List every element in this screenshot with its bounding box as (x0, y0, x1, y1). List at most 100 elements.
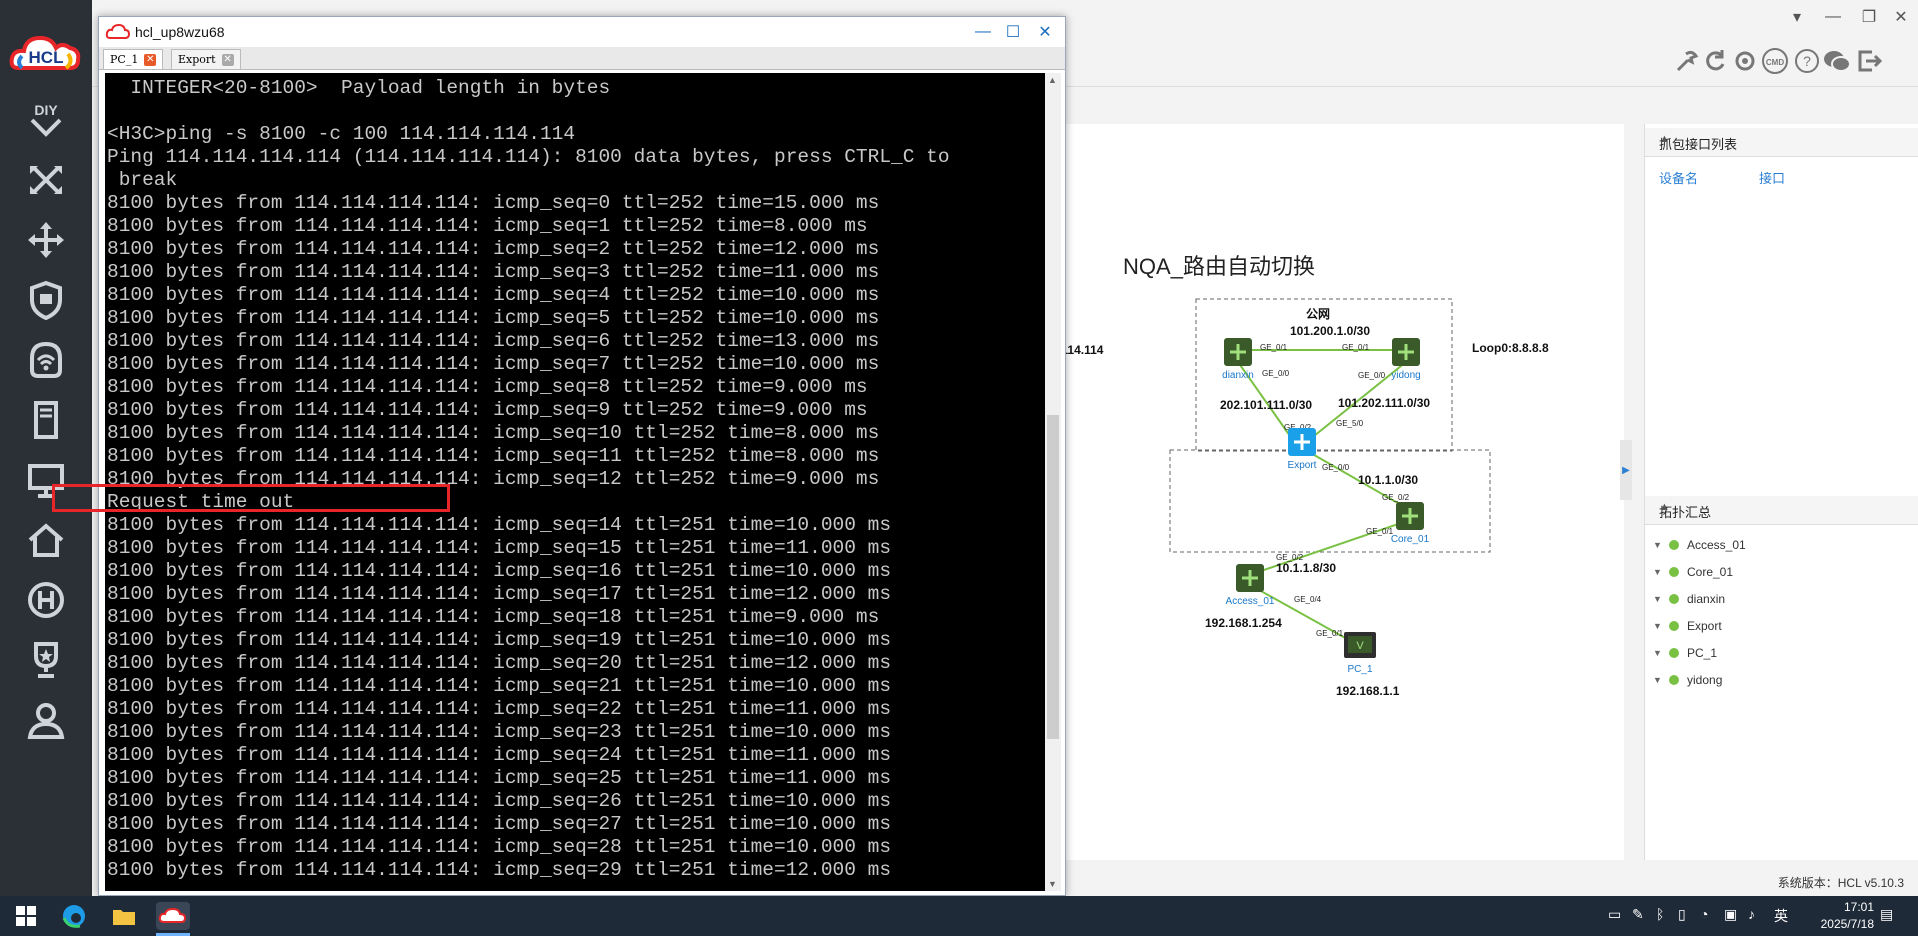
restore-icon[interactable]: ❐ (1861, 9, 1877, 26)
exit-icon[interactable] (1854, 46, 1884, 76)
wechat-icon[interactable] (1822, 46, 1852, 76)
version-label: 系统版本：HCL v5.10.3 (1777, 876, 1904, 890)
device-dianxin: dianxin (1222, 338, 1254, 381)
trophy-icon[interactable] (22, 636, 70, 684)
expand-icon[interactable]: ▼ (1653, 594, 1662, 604)
access-ip-label: 192.168.1.254 (1205, 616, 1282, 630)
minimize-icon[interactable]: — (1825, 8, 1841, 25)
topology-summary-header[interactable]: 拓扑汇总 ▲ (1645, 496, 1918, 525)
yidong-net-label: 101.202.111.0/30 (1338, 396, 1430, 410)
notification-icon[interactable]: ▤ (1880, 906, 1894, 922)
col-device-name[interactable]: 设备名 (1659, 171, 1699, 186)
close-tab-icon[interactable]: ✕ (144, 53, 157, 66)
port-label: GE_5/0 (1336, 419, 1364, 428)
public-zone (1195, 298, 1453, 452)
bluetooth-tray-icon[interactable]: ᛒ (1656, 906, 1665, 922)
home-icon[interactable] (22, 516, 70, 564)
h-icon[interactable] (22, 576, 70, 624)
tree-item-label: Access_01 (1687, 538, 1746, 552)
ime-indicator[interactable]: 英 (1774, 908, 1788, 924)
close-icon[interactable]: ✕ (1894, 9, 1908, 26)
capture-list-title: 抓包接口列表 (1659, 137, 1738, 152)
user-icon[interactable] (22, 696, 70, 744)
switch-icon[interactable] (22, 216, 70, 264)
port-label: GE_0/1 (1260, 343, 1288, 352)
device-pc1: V PC_1 (1344, 632, 1376, 675)
dropdown-icon[interactable]: ▾ (1792, 9, 1802, 26)
refresh-icon[interactable] (1700, 46, 1730, 76)
link-export-core (1301, 447, 1411, 511)
tab-pc1[interactable]: PC_1 ✕ (103, 49, 164, 69)
port-label: GE_0/1 (1342, 343, 1370, 352)
expand-icon[interactable]: ▼ (1653, 567, 1662, 577)
device-yidong: yidong (1391, 338, 1421, 381)
start-icon[interactable] (12, 902, 40, 930)
tree-item[interactable]: ▼dianxin (1653, 586, 1725, 612)
dianxin-net-label: 202.101.111.0/30 (1220, 398, 1312, 412)
close-icon[interactable]: ✕ (1038, 24, 1052, 41)
col-interface[interactable]: 接口 (1759, 171, 1786, 186)
terminal-tabs: PC_1 ✕ Export ✕ (99, 47, 1065, 70)
tree-item[interactable]: ▼PC_1 (1653, 640, 1717, 666)
export-core-net-label: 10.1.1.0/30 (1358, 473, 1418, 487)
topology-canvas[interactable]: NQA_路由自动切换 公网 101.200.1.0/30 Loop0:114.1… (972, 124, 1624, 860)
status-bar: 系统版本：HCL v5.10.3 (972, 866, 1918, 896)
taskbar: ▭ ✎ ᛒ ▯ ◔ ▣ ♪ 英 17:01 2025/7/18 ▤ (0, 896, 1918, 936)
terminal-scrollbar[interactable]: ▲ ▼ (1045, 73, 1061, 891)
status-dot-icon (1669, 567, 1679, 577)
tree-item[interactable]: ▼ yidong (1653, 667, 1722, 693)
capture-list-header[interactable]: 抓包接口列表 ▲ (1645, 128, 1918, 157)
firewall-icon[interactable] (22, 276, 70, 324)
panel-collapse-tab[interactable]: ▶ (1620, 440, 1632, 500)
settings-icon[interactable] (1730, 46, 1760, 76)
minimize-icon[interactable]: — (975, 23, 991, 40)
router-icon[interactable] (22, 156, 70, 204)
terminal-output[interactable]: INTEGER<20-8100> Payload length in bytes… (105, 73, 1045, 891)
pen-tray-icon[interactable]: ✎ (1632, 906, 1644, 922)
tree-item[interactable]: ▼ Access_01 (1653, 532, 1746, 558)
diy-icon[interactable]: DIY (22, 94, 70, 142)
tab-export[interactable]: Export ✕ (171, 49, 241, 69)
volume-tray-icon[interactable]: ♪ (1748, 906, 1755, 922)
topology-summary-title: 拓扑汇总 (1659, 505, 1712, 520)
tree-item[interactable]: ▼Export (1653, 613, 1722, 639)
port-label: GE_0/2 (1276, 553, 1304, 562)
maximize-icon[interactable]: ☐ (1005, 24, 1021, 41)
expand-icon[interactable]: ▼ (1653, 675, 1662, 685)
tree-item-label: yidong (1687, 673, 1723, 687)
network-tray-icon[interactable]: ▭ (1608, 906, 1622, 922)
usb-tray-icon[interactable]: ▯ (1678, 906, 1686, 922)
server-icon[interactable] (22, 396, 70, 444)
edge-icon[interactable] (60, 902, 88, 930)
cmd-icon[interactable]: CMD (1760, 46, 1790, 76)
wireless-icon[interactable] (22, 336, 70, 384)
expand-icon[interactable]: ▼ (1653, 621, 1662, 631)
tree-item[interactable]: ▼Core_01 (1653, 559, 1733, 585)
expand-icon[interactable]: ▼ (1653, 540, 1662, 550)
close-tab-icon[interactable]: ✕ (221, 53, 234, 66)
help-icon[interactable]: ? (1792, 46, 1822, 76)
expand-icon[interactable]: ▼ (1653, 648, 1662, 658)
svg-text:Core_01: Core_01 (1391, 534, 1430, 545)
collapse-icon: ▲ (1659, 133, 1670, 145)
clock-time[interactable]: 17:01 (1843, 900, 1874, 914)
pc-icon[interactable] (22, 456, 70, 504)
port-label: GE_0/1 (1366, 527, 1394, 536)
clock-date[interactable]: 2025/7/18 (1820, 917, 1874, 931)
wifi-tray-icon[interactable]: ◔ (1700, 906, 1709, 922)
right-panel: 抓包接口列表 ▲ 设备名 接口 拓扑汇总 ▲ ▼ Access_01 ▼Core_0… (1644, 124, 1918, 860)
wrench-icon[interactable] (1670, 46, 1700, 76)
folder-icon[interactable] (110, 902, 138, 930)
status-dot-icon (1669, 540, 1679, 550)
hcl-taskbar-icon[interactable] (156, 902, 190, 930)
logo-text: HCL (29, 48, 64, 67)
svg-text:Export: Export (1288, 460, 1317, 471)
scroll-thumb[interactable] (1047, 415, 1059, 739)
core-access-net-label: 10.1.1.8/30 (1276, 561, 1336, 575)
device-core01: Core_01 (1391, 502, 1430, 545)
svg-text:dianxin: dianxin (1222, 370, 1254, 381)
active-indicator (156, 933, 190, 936)
display-tray-icon[interactable]: ▣ (1724, 906, 1738, 922)
highlight-box (52, 484, 450, 512)
tab-label: PC_1 (110, 53, 139, 66)
